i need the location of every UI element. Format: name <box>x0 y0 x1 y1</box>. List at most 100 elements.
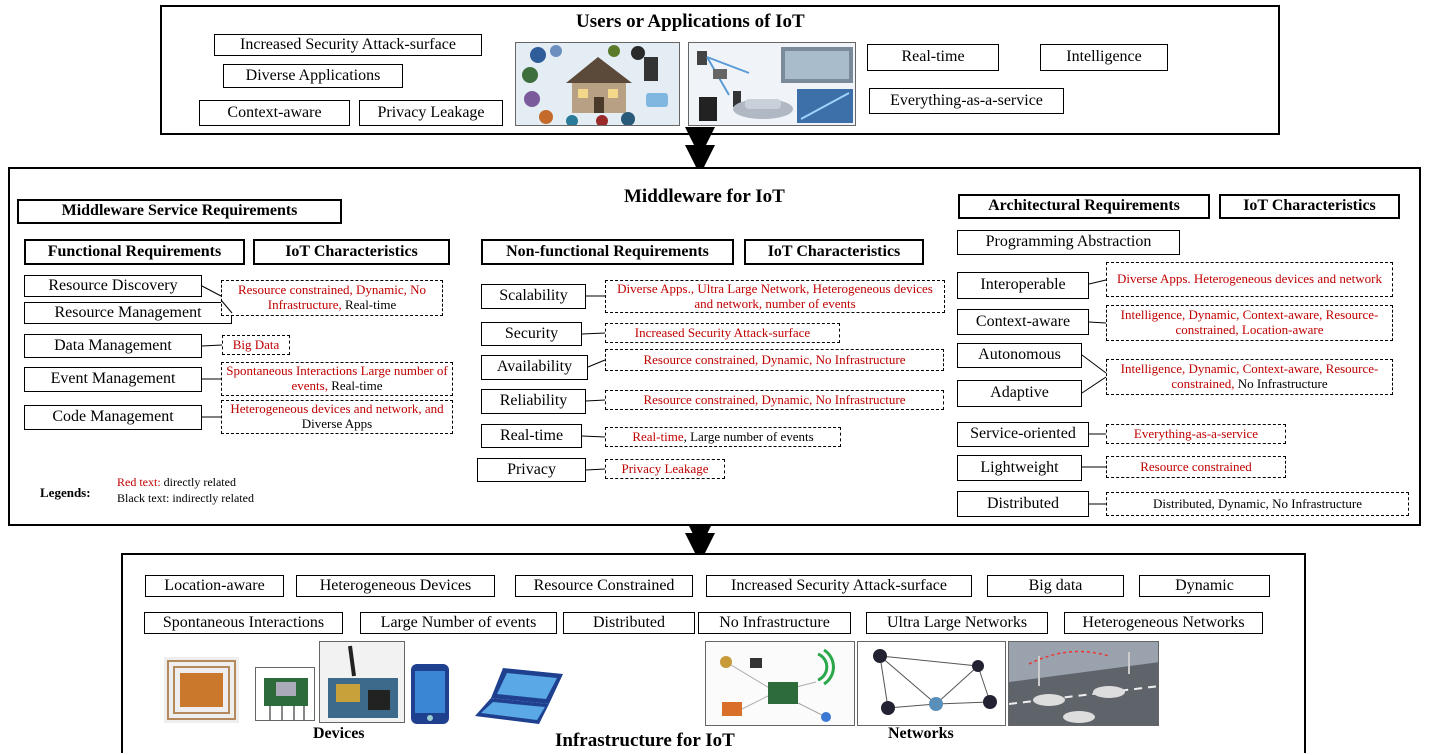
tag-intelligence: Intelligence <box>1040 44 1168 71</box>
tag-everything-as-a-service: Everything-as-a-service <box>869 88 1064 114</box>
tag-increased-security-infra: Increased Security Attack-surface <box>706 575 972 597</box>
char-text-related: Intelligence, Dynamic, Context-aware, Re… <box>1120 361 1379 391</box>
architectural-requirements-header: Architectural Requirements <box>958 194 1210 219</box>
req-adaptive: Adaptive <box>957 380 1082 407</box>
tag-big-data: Big data <box>987 575 1124 597</box>
tag-spontaneous-interactions: Spontaneous Interactions <box>144 612 343 634</box>
req-resource-discovery: Resource Discovery <box>24 275 202 297</box>
char-text-related: Resource constrained, Dynamic, No Infras… <box>237 282 427 312</box>
laptop-icon <box>473 666 565 726</box>
char-text-indirect: No Infrastructure <box>1234 376 1328 391</box>
char-event: Spontaneous Interactions Large number of… <box>221 362 453 396</box>
req-security: Security <box>481 322 582 346</box>
char-reliability: Resource constrained, Dynamic, No Infras… <box>605 390 944 410</box>
tag-location-aware: Location-aware <box>145 575 284 597</box>
infrastructure-title: Infrastructure for IoT <box>555 730 735 751</box>
rfid-tag-image <box>164 657 239 723</box>
tag-distributed: Distributed <box>563 612 695 634</box>
char-text-related: Intelligence, Dynamic, Context-aware, Re… <box>1120 307 1379 337</box>
char-context-aware: Intelligence, Dynamic, Context-aware, Re… <box>1106 305 1393 341</box>
middleware-title: Middleware for IoT <box>624 186 785 207</box>
req-data-management: Data Management <box>24 334 202 358</box>
tag-ultra-large-networks: Ultra Large Networks <box>866 612 1048 634</box>
req-service-oriented: Service-oriented <box>957 422 1089 447</box>
req-reliability: Reliability <box>481 389 586 414</box>
char-text-indirect: Distributed, Dynamic, No Infrastructure <box>1152 495 1363 511</box>
char-text-indirect: Real-time <box>327 378 383 393</box>
legend-black: Black text: indirectly related <box>117 491 254 505</box>
char-text-related: Spontaneous Interactions Large number of… <box>226 363 448 393</box>
char-text-related: Diverse Apps. Heterogeneous devices and … <box>1117 271 1382 287</box>
sensor-board-image <box>255 667 315 721</box>
req-lightweight: Lightweight <box>957 455 1082 481</box>
char-distributed: Distributed, Dynamic, No Infrastructure <box>1106 492 1409 516</box>
char-text-related: Privacy Leakage <box>621 460 709 476</box>
legend-title: Legends: <box>40 485 91 500</box>
legend-red: Red text: directly related <box>117 475 236 490</box>
wireless-node-image <box>319 641 405 723</box>
req-autonomous: Autonomous <box>957 343 1082 368</box>
char-code: Heterogeneous devices and network, and D… <box>221 400 453 434</box>
architectural-characteristics-header: IoT Characteristics <box>1219 194 1400 219</box>
char-text-related: Resource constrained <box>1140 458 1252 474</box>
char-autonomous-adaptive: Intelligence, Dynamic, Context-aware, Re… <box>1106 359 1393 395</box>
char-text-related: Real-time <box>632 428 684 444</box>
tag-privacy-leakage: Privacy Leakage <box>359 100 503 126</box>
legend-red-label: Red text: <box>117 475 161 489</box>
req-interoperable: Interoperable <box>957 272 1089 299</box>
req-privacy: Privacy <box>477 458 586 482</box>
char-text-related: Everything-as-a-service <box>1133 425 1259 441</box>
char-text-related: Resource constrained, Dynamic, No Infras… <box>643 391 906 407</box>
char-data: Big Data <box>222 335 290 355</box>
functional-requirements-header: Functional Requirements <box>24 239 245 265</box>
smartphone-icon <box>410 663 450 725</box>
connected-city-image <box>688 42 856 126</box>
req-event-management: Event Management <box>24 367 202 392</box>
req-context-aware: Context-aware <box>957 309 1089 335</box>
nonfunctional-requirements-header: Non-functional Requirements <box>481 239 734 265</box>
char-scalability: Diverse Apps., Ultra Large Network, Hete… <box>605 280 945 313</box>
char-text-related: Diverse Apps., Ultra Large Network, Hete… <box>617 280 933 311</box>
tag-large-number-of-events: Large Number of events <box>360 612 557 634</box>
legend-red-description: directly related <box>160 475 236 489</box>
char-text-indirect: , Large number of events <box>683 428 814 444</box>
smart-home-image <box>515 42 680 126</box>
users-applications-title: Users or Applications of IoT <box>576 11 805 32</box>
nonfunctional-characteristics-header: IoT Characteristics <box>744 239 924 265</box>
char-security: Increased Security Attack-surface <box>605 323 840 343</box>
tag-heterogeneous-networks: Heterogeneous Networks <box>1064 612 1263 634</box>
tag-no-infrastructure: No Infrastructure <box>698 612 851 634</box>
tag-real-time: Real-time <box>867 44 999 71</box>
char-availability: Resource constrained, Dynamic, No Infras… <box>605 349 944 371</box>
devices-label: Devices <box>313 725 365 742</box>
char-text-related: Big Data <box>232 336 280 352</box>
tag-increased-security: Increased Security Attack-surface <box>214 34 482 56</box>
req-scalability: Scalability <box>481 284 586 309</box>
req-real-time: Real-time <box>481 424 582 448</box>
tag-diverse-applications: Diverse Applications <box>223 64 403 88</box>
sensor-network-image <box>705 641 855 726</box>
char-resource: Resource constrained, Dynamic, No Infras… <box>221 280 443 316</box>
networks-label: Networks <box>888 725 954 742</box>
mesh-network-image <box>857 641 1006 726</box>
tag-heterogeneous-devices: Heterogeneous Devices <box>296 575 495 597</box>
req-distributed: Distributed <box>957 491 1089 517</box>
char-text-related: Resource constrained, Dynamic, No Infras… <box>643 351 906 367</box>
tag-context-aware: Context-aware <box>199 100 350 126</box>
functional-characteristics-header: IoT Characteristics <box>253 239 450 265</box>
char-interoperable: Diverse Apps. Heterogeneous devices and … <box>1106 262 1393 297</box>
middleware-service-requirements-header: Middleware Service Requirements <box>17 199 342 224</box>
req-code-management: Code Management <box>24 405 202 430</box>
tag-dynamic: Dynamic <box>1139 575 1270 597</box>
char-text-indirect: Diverse Apps <box>301 416 373 431</box>
char-lightweight: Resource constrained <box>1106 456 1286 478</box>
char-text-related: Heterogeneous devices and network, and <box>230 401 444 417</box>
tag-resource-constrained: Resource Constrained <box>515 575 693 597</box>
req-availability: Availability <box>481 355 588 380</box>
req-resource-management: Resource Management <box>24 302 232 324</box>
char-real-time: Real-time, Large number of events <box>605 427 841 447</box>
req-programming-abstraction: Programming Abstraction <box>957 230 1180 255</box>
vehicular-network-image <box>1008 641 1159 726</box>
char-text-related: Increased Security Attack-surface <box>634 324 811 340</box>
char-service-oriented: Everything-as-a-service <box>1106 424 1286 444</box>
